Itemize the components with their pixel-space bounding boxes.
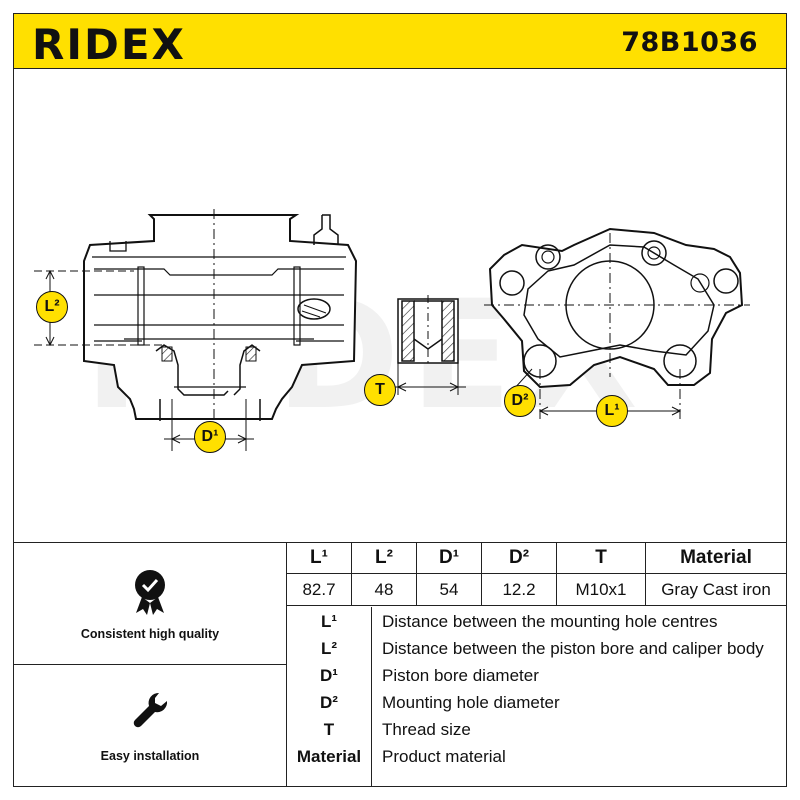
part-number: 78B1036 <box>621 27 758 58</box>
legend-key: D² <box>320 693 338 712</box>
label-t: T <box>364 374 396 406</box>
legend-key: Material <box>296 747 362 766</box>
legend: L¹ Distance between the mounting hole ce… <box>287 607 786 787</box>
feature-installation: Easy installation <box>14 665 286 786</box>
feature-installation-label: Easy installation <box>100 749 200 763</box>
spec-header: L¹ <box>287 543 352 574</box>
spec-value: Gray Cast iron <box>645 573 786 606</box>
legend-row: D¹ Piston bore diameter <box>287 663 786 689</box>
spec-value: 48 <box>351 573 417 606</box>
legend-desc: Thread size <box>382 720 471 739</box>
legend-row: Material Product material <box>287 744 786 770</box>
caliper-front-view <box>488 227 744 389</box>
feature-quality-label: Consistent high quality <box>80 627 220 641</box>
feature-quality: Consistent high quality <box>14 543 286 665</box>
wrench-icon <box>133 692 168 728</box>
caliper-drawings <box>34 209 750 451</box>
technical-drawing: RIDEX <box>14 69 786 541</box>
spec-header: L² <box>351 543 417 574</box>
label-l1: L¹ <box>596 395 628 427</box>
legend-desc: Mounting hole diameter <box>382 693 560 712</box>
spec-header: T <box>556 543 646 574</box>
spec-value-row: 82.7 48 54 12.2 M10x1 Gray Cast iron <box>287 573 786 606</box>
legend-desc: Product material <box>382 747 506 766</box>
caliper-side-view <box>83 214 358 421</box>
product-sheet: RIDEX 78B1036 RIDEX <box>13 13 787 787</box>
feature-column: Consistent high quality Easy installatio… <box>14 543 287 787</box>
legend-key: L² <box>320 639 338 658</box>
spec-table: L¹ L² D¹ D² T Material 82.7 48 54 12.2 M… <box>287 543 786 606</box>
legend-row: D² Mounting hole diameter <box>287 690 786 716</box>
spec-header: D¹ <box>416 543 482 574</box>
brand-logo: RIDEX <box>32 20 186 69</box>
spec-header: D² <box>481 543 557 574</box>
legend-desc: Distance between the piston bore and cal… <box>382 639 764 658</box>
legend-key: T <box>323 720 335 739</box>
legend-key: L¹ <box>320 612 338 631</box>
legend-row: L¹ Distance between the mounting hole ce… <box>287 609 786 635</box>
spec-header-row: L¹ L² D¹ D² T Material <box>287 543 786 574</box>
quality-badge-icon <box>135 570 165 615</box>
legend-desc: Piston bore diameter <box>382 666 539 685</box>
legend-divider <box>371 607 372 787</box>
spec-value: 82.7 <box>287 573 352 606</box>
label-l2: L² <box>36 291 68 323</box>
legend-row: L² Distance between the piston bore and … <box>287 636 786 662</box>
legend-key: D¹ <box>320 666 338 685</box>
legend-row: T Thread size <box>287 717 786 743</box>
label-d1: D¹ <box>194 421 226 453</box>
info-panel: Consistent high quality Easy installatio… <box>14 542 786 787</box>
label-d2: D² <box>504 385 536 417</box>
spec-value: 12.2 <box>481 573 557 606</box>
spec-header: Material <box>645 543 786 574</box>
spec-value: 54 <box>416 573 482 606</box>
header-bar: RIDEX 78B1036 <box>14 14 786 69</box>
spec-value: M10x1 <box>556 573 646 606</box>
legend-desc: Distance between the mounting hole centr… <box>382 612 718 631</box>
thread-insert-section <box>392 295 466 395</box>
